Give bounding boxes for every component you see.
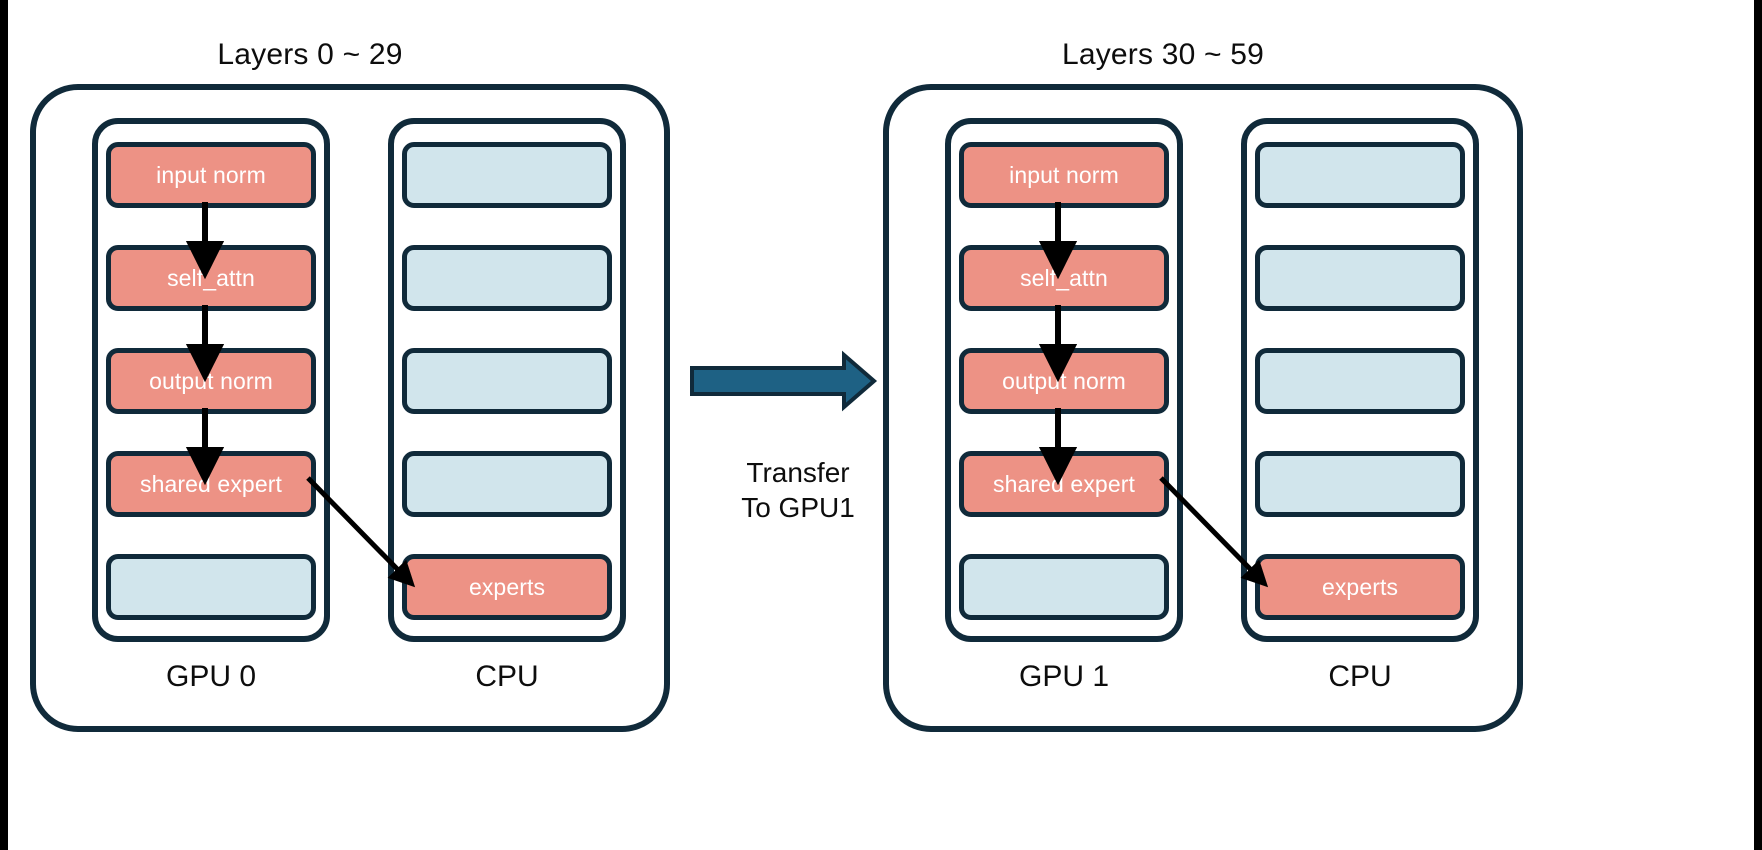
diagram-sheet: Layers 0 ~ 29 input norm self_attn outpu…	[8, 0, 1754, 850]
device-label-gpu-1: GPU 1	[1018, 660, 1110, 693]
transfer-label-line-2: To GPU1	[741, 492, 855, 523]
block-gpu0-output-norm[interactable]: output norm	[106, 348, 316, 414]
block-gpu0-input-norm[interactable]: input norm	[106, 142, 316, 208]
block-cpu-left-slot-4[interactable]	[402, 451, 612, 517]
device-label-cpu-left: CPU	[475, 660, 539, 693]
block-cpu-left-slot-3[interactable]	[402, 348, 612, 414]
device-label-cpu-right: CPU	[1328, 660, 1392, 693]
block-gpu1-self-attn[interactable]: self_attn	[959, 245, 1169, 311]
transfer-label: Transfer To GPU1	[698, 455, 898, 525]
block-cpu-right-experts[interactable]: experts	[1255, 554, 1465, 620]
transfer-arrow[interactable]	[690, 350, 878, 412]
transfer-label-line-1: Transfer	[746, 457, 850, 488]
group-title-right: Layers 30 ~ 59	[1061, 38, 1265, 71]
block-cpu-right-slot-4[interactable]	[1255, 451, 1465, 517]
block-cpu-right-slot-1[interactable]	[1255, 142, 1465, 208]
block-gpu0-shared-expert[interactable]: shared expert	[106, 451, 316, 517]
block-gpu0-empty[interactable]	[106, 554, 316, 620]
block-gpu1-empty[interactable]	[959, 554, 1169, 620]
block-cpu-left-slot-1[interactable]	[402, 142, 612, 208]
block-cpu-right-slot-2[interactable]	[1255, 245, 1465, 311]
block-gpu1-shared-expert[interactable]: shared expert	[959, 451, 1169, 517]
block-cpu-left-slot-2[interactable]	[402, 245, 612, 311]
group-title-left: Layers 0 ~ 29	[217, 38, 403, 71]
device-container-left: input norm self_attn output norm shared …	[30, 84, 670, 732]
device-container-right: input norm self_attn output norm shared …	[883, 84, 1523, 732]
block-cpu-left-experts[interactable]: experts	[402, 554, 612, 620]
block-gpu1-input-norm[interactable]: input norm	[959, 142, 1169, 208]
block-cpu-right-slot-3[interactable]	[1255, 348, 1465, 414]
block-gpu1-output-norm[interactable]: output norm	[959, 348, 1169, 414]
device-label-gpu-0: GPU 0	[165, 660, 257, 693]
block-gpu0-self-attn[interactable]: self_attn	[106, 245, 316, 311]
